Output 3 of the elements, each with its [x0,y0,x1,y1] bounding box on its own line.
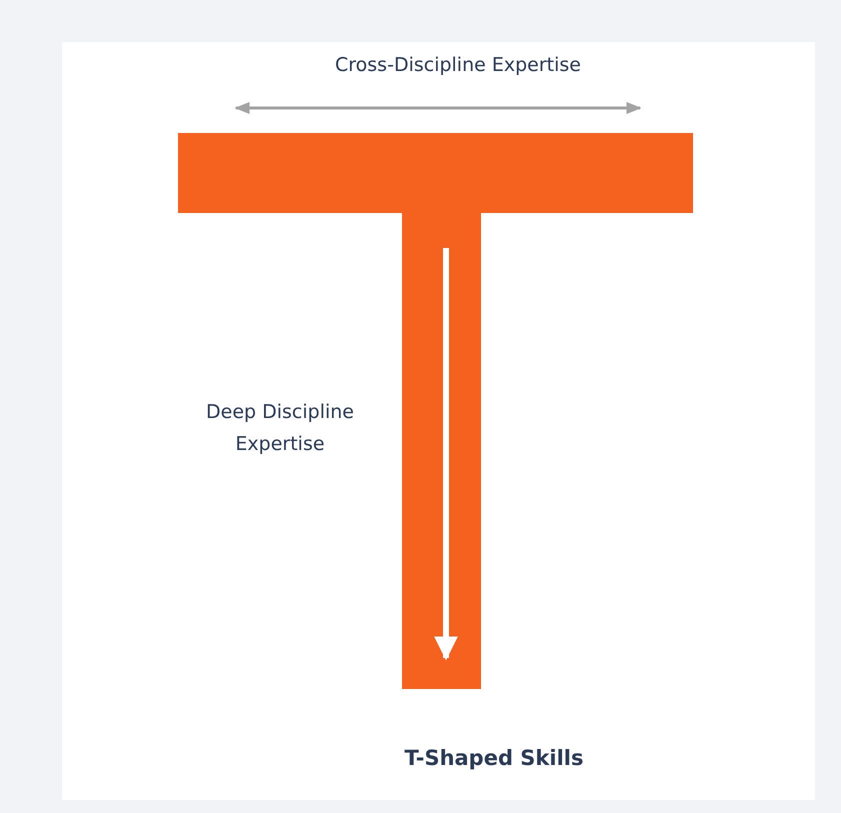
caption: T-Shaped Skills [403,746,584,770]
axis-label: Cross-Discipline Expertise [334,54,582,76]
axis-label: Deep Discipline Expertise [205,400,355,457]
